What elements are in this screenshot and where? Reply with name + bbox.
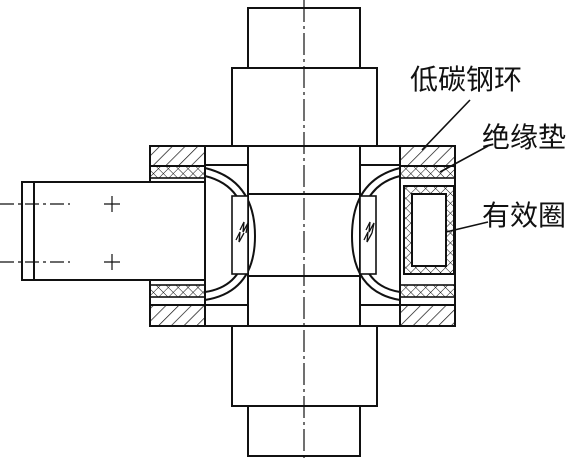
label-effective-coil: 有效圈 [482, 199, 567, 232]
steel-ring-right-bottom [399, 304, 456, 327]
horizontal-shaft [21, 181, 206, 281]
leader-effective-coil [445, 221, 489, 233]
coil-right [350, 167, 401, 301]
insulation-pad-left-bottom [149, 284, 206, 298]
effective-coil-box [403, 185, 455, 275]
steel-ring-left-top [149, 145, 206, 167]
leader-insulation-pad [439, 145, 489, 173]
crosshair-bottom [104, 254, 120, 270]
leader-steel-ring [421, 99, 471, 151]
coil-left [204, 167, 257, 301]
label-low-carbon-steel-ring: 低碳钢环 [410, 63, 523, 96]
steel-ring-left-bottom [149, 304, 206, 327]
crosshair-top [104, 196, 120, 212]
insulation-pad-right-top [399, 165, 456, 179]
insulation-pad-left-top [149, 165, 206, 179]
insulation-pad-right-bottom [399, 284, 456, 298]
label-insulation-pad: 绝缘垫 [482, 121, 567, 154]
steel-ring-right-top [399, 145, 456, 167]
